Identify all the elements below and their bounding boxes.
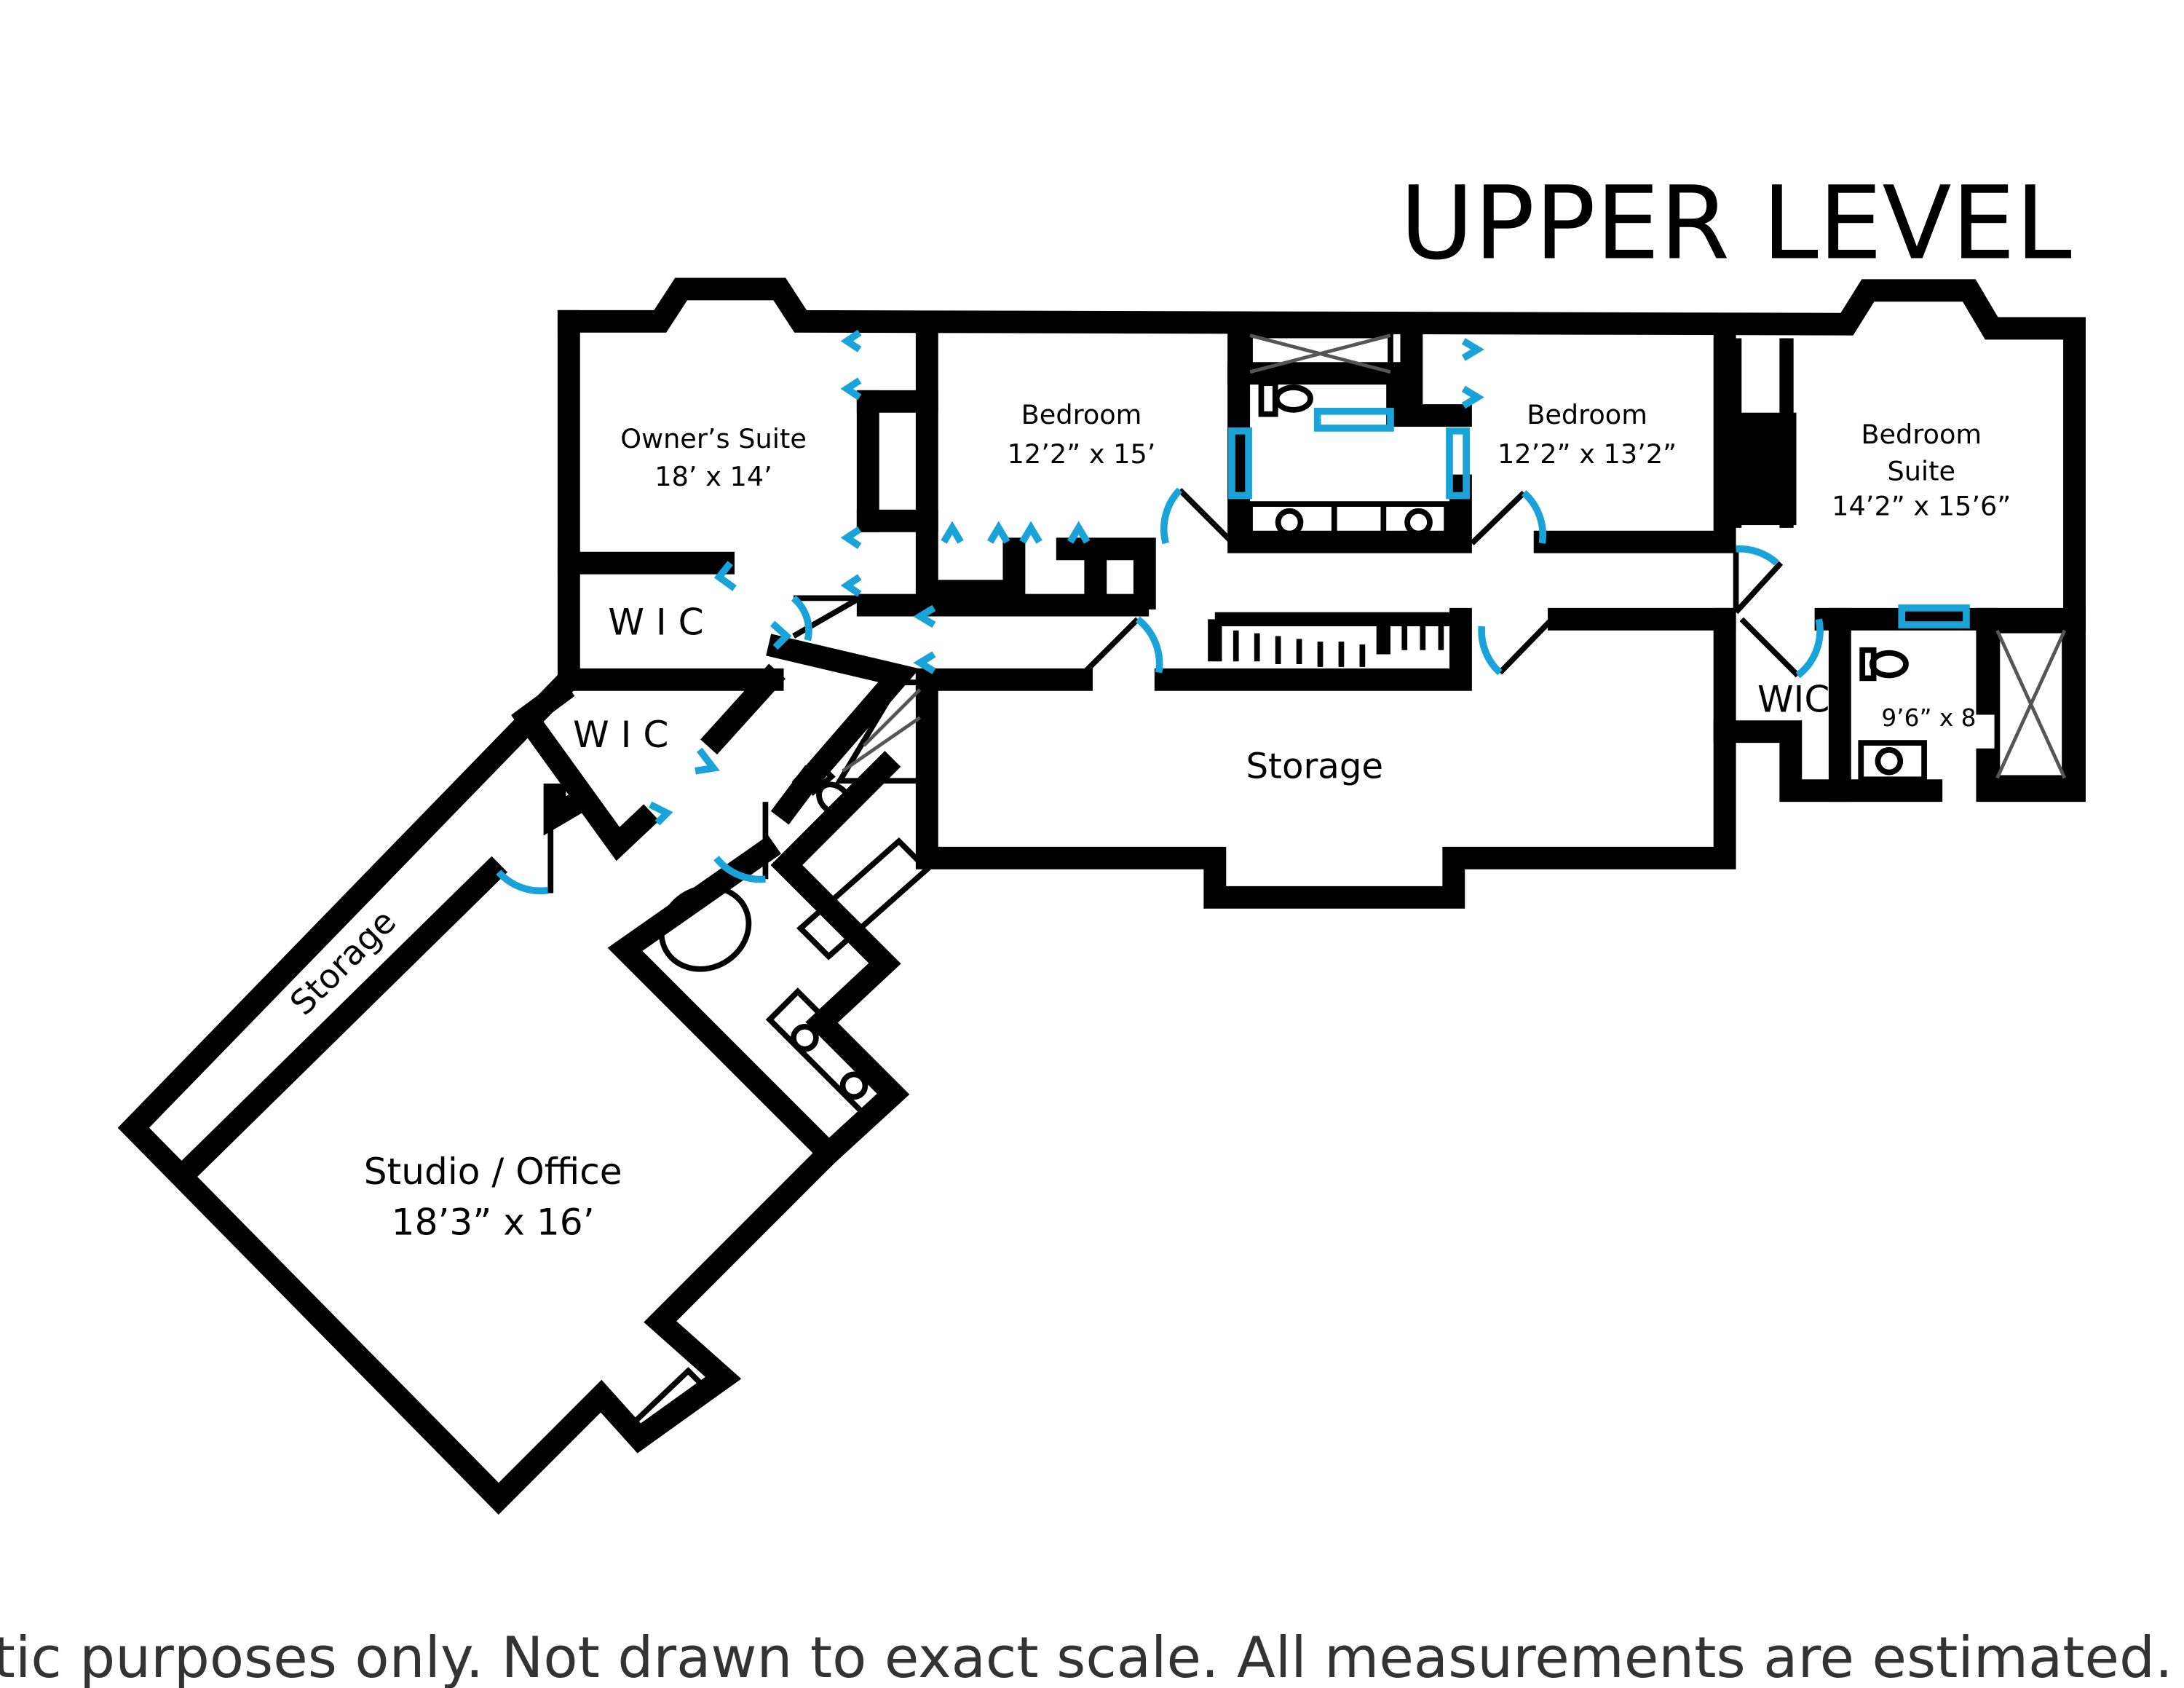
studio-name: Studio / Office — [364, 1150, 622, 1193]
wic-owners-label: W I C — [608, 601, 703, 644]
wic-right-label: WIC — [1757, 678, 1829, 721]
storage-main-label: Storage — [1246, 746, 1383, 786]
door-swings — [496, 329, 1824, 895]
fixtures — [625, 332, 2068, 1446]
bedroom-1-name: Bedroom — [1021, 399, 1142, 430]
walls — [117, 277, 2086, 1515]
wic-hall-label: W I C — [573, 713, 668, 756]
disclaimer: Drawings are for artistic purposes only.… — [0, 1625, 2184, 1688]
studio-size: 18’3” x 16’ — [392, 1200, 595, 1243]
plan-title: UPPER LEVEL — [1400, 164, 2072, 282]
bedroom-suite-size: 14’2” x 15’6” — [1832, 491, 2011, 522]
windows — [1228, 407, 1970, 628]
bedroom-suite-name: Bedroom — [1861, 419, 1982, 450]
bedroom-2-name: Bedroom — [1527, 399, 1647, 430]
owners-suite-name: Owner’s Suite — [620, 423, 807, 454]
bedroom-2-size: 12’2” x 13’2” — [1497, 438, 1677, 470]
owners-suite-size: 18’ x 14’ — [654, 461, 772, 492]
fireplace — [1737, 412, 1797, 526]
stairs — [1208, 612, 1461, 667]
bath-right-size: 9’6” x 8’ — [1881, 704, 1984, 732]
room-labels: Owner’s Suite 18’ x 14’ Bedroom 12’2” x … — [282, 399, 2011, 1243]
bedroom-1-size: 12’2” x 15’ — [1008, 438, 1156, 470]
bedroom-suite-name-line2: Suite — [1887, 455, 1955, 486]
